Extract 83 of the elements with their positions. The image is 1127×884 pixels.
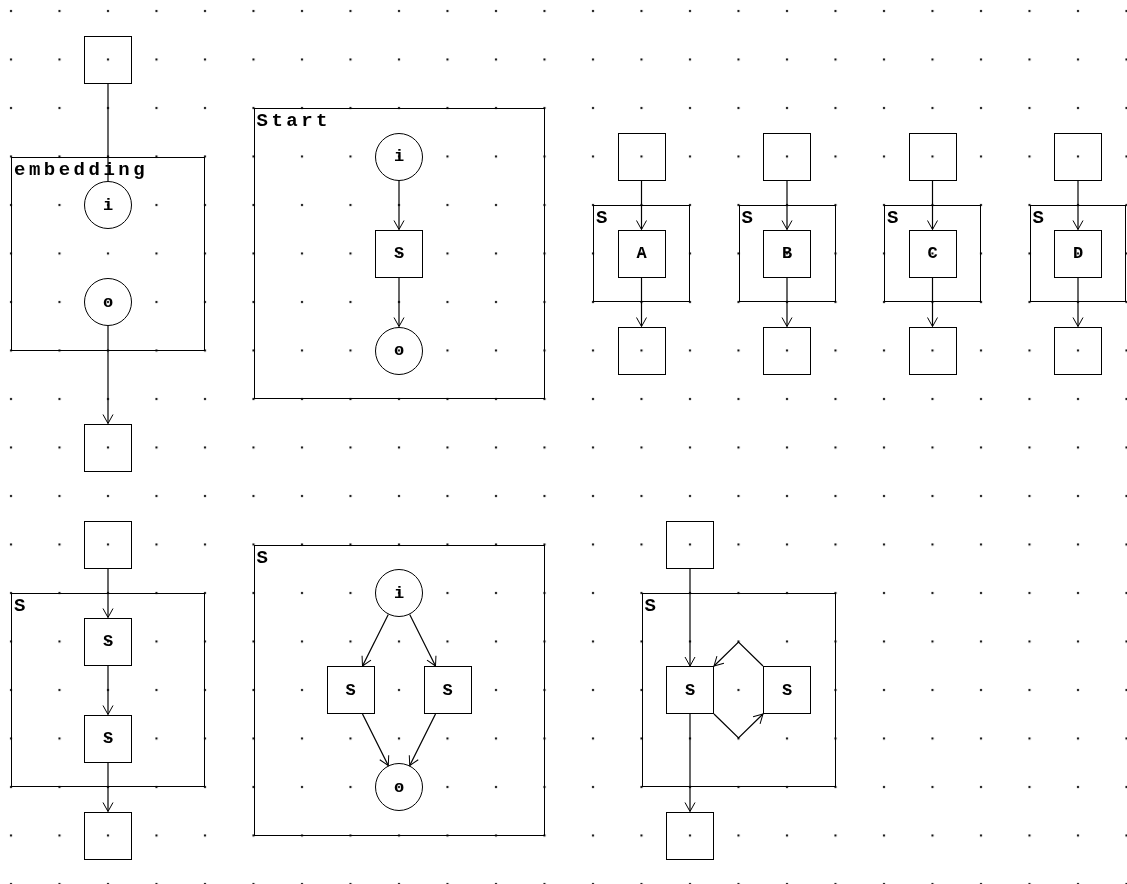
node-label: S <box>442 681 453 699</box>
frame-title: S <box>596 209 611 228</box>
arrow <box>102 761 114 813</box>
frame-box <box>11 593 205 787</box>
arrow <box>781 276 793 328</box>
process-box <box>763 229 811 278</box>
frame-title: S <box>741 209 757 228</box>
node-label: B <box>781 245 793 262</box>
arrow <box>361 713 390 767</box>
empty-box <box>84 423 132 472</box>
empty-box <box>84 811 132 860</box>
frame-box <box>884 205 981 302</box>
empty-box <box>84 35 132 84</box>
node-label: o <box>393 778 405 796</box>
arrow <box>408 713 437 767</box>
process-box <box>423 666 472 714</box>
process-box <box>617 229 666 278</box>
port-circle <box>375 569 423 617</box>
process-box <box>84 617 132 666</box>
process-box <box>763 666 811 714</box>
node-label: i <box>102 196 114 214</box>
frame-box <box>593 205 690 302</box>
frame-title: S <box>1032 209 1048 228</box>
node-label: C <box>927 245 938 262</box>
arrow <box>684 713 696 813</box>
node-label: S <box>393 245 405 262</box>
empty-box <box>666 520 714 569</box>
arrow <box>393 276 405 328</box>
empty-box <box>84 520 132 569</box>
arrow <box>927 179 938 231</box>
node-label: S <box>345 681 356 699</box>
frame-box <box>253 108 545 399</box>
node-label: o <box>393 342 405 359</box>
frame-title: Start <box>256 112 331 131</box>
node-label: S <box>781 681 793 699</box>
arrow <box>684 567 696 667</box>
empty-box <box>1054 132 1102 181</box>
arrow <box>102 567 114 619</box>
connector-line <box>107 82 109 182</box>
arrow <box>636 276 647 328</box>
arrow <box>1072 276 1084 328</box>
arrow <box>713 641 764 667</box>
frame-title: S <box>14 597 29 616</box>
arrow <box>1072 179 1084 231</box>
process-box <box>326 666 375 714</box>
arrow <box>361 613 389 667</box>
node-label: A <box>636 245 647 262</box>
node-label: i <box>393 584 405 602</box>
arrow <box>636 179 647 231</box>
empty-box <box>1054 326 1102 375</box>
empty-box <box>763 132 811 181</box>
arrow <box>393 179 405 231</box>
arrow <box>102 325 114 425</box>
frame-box <box>641 593 836 787</box>
arrow <box>409 613 437 667</box>
process-box <box>666 666 714 714</box>
process-box <box>375 229 423 278</box>
node-label: S <box>102 730 114 747</box>
frame-title: S <box>644 597 660 616</box>
frame-box <box>11 156 205 351</box>
empty-box <box>763 326 811 375</box>
empty-box <box>617 132 666 181</box>
frame-title: S <box>887 209 902 228</box>
arrow <box>713 713 764 739</box>
frame-box <box>738 205 836 302</box>
frame-box <box>253 544 545 836</box>
frame-box <box>1029 205 1126 302</box>
node-label: o <box>102 293 114 311</box>
frame-title: S <box>256 548 272 568</box>
arrow <box>102 664 114 716</box>
arrow <box>781 179 793 231</box>
node-label: D <box>1072 245 1084 262</box>
empty-box <box>666 811 714 860</box>
empty-box <box>908 326 957 375</box>
node-label: i <box>393 148 405 165</box>
empty-box <box>908 132 957 181</box>
process-box <box>908 229 957 278</box>
process-box <box>1054 229 1102 278</box>
node-label: S <box>102 633 114 650</box>
arrow <box>927 276 938 328</box>
empty-box <box>617 326 666 375</box>
process-box <box>84 714 132 763</box>
node-label: S <box>684 681 696 699</box>
